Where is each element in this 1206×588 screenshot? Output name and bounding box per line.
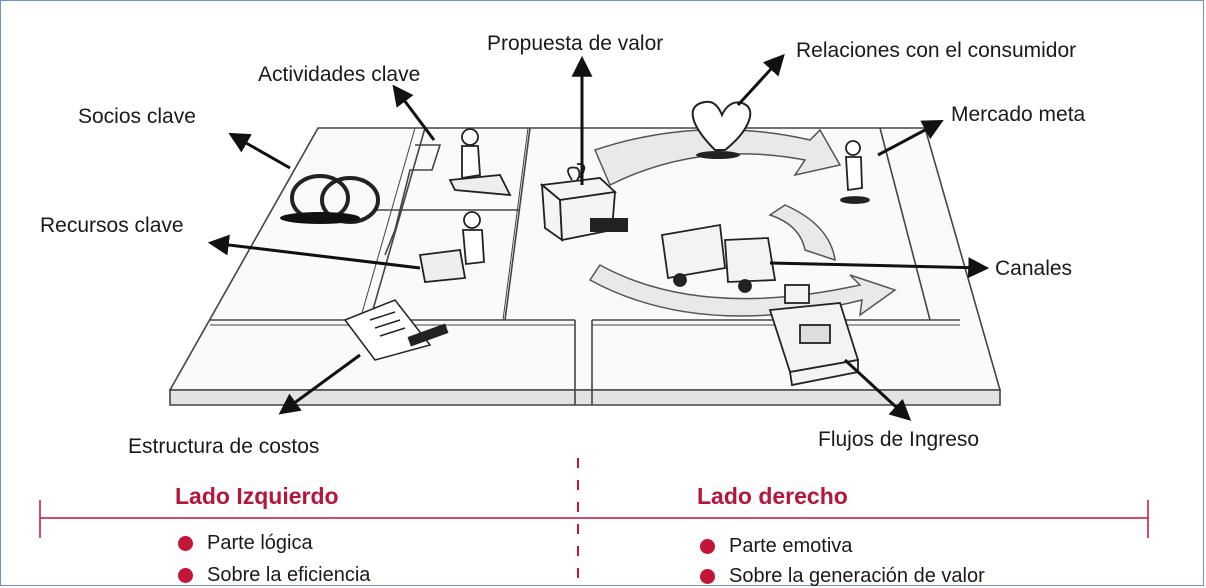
label-socios-clave: Socios clave bbox=[78, 105, 196, 128]
bullet-dot-icon bbox=[178, 535, 193, 551]
heart-icon bbox=[691, 100, 752, 151]
label-actividades-clave: Actividades clave bbox=[258, 63, 421, 86]
left-bullet: Sobre la eficiencia bbox=[178, 565, 370, 585]
bullet-dot-icon bbox=[178, 567, 193, 583]
document-icon bbox=[343, 299, 432, 361]
label-mercado-meta: Mercado meta bbox=[951, 103, 1086, 126]
label-estructura-costos: Estructura de costos bbox=[128, 435, 320, 458]
bullet-dot-icon bbox=[700, 538, 715, 554]
gift-icon bbox=[539, 163, 617, 242]
label-arrows bbox=[207, 53, 990, 421]
right-bullet: Parte emotiva bbox=[700, 536, 852, 556]
left-bullet: Parte lógica bbox=[178, 533, 313, 553]
cycle-arrows bbox=[588, 128, 897, 317]
label-relaciones-consumidor: Relaciones con el consumidor bbox=[796, 39, 1077, 62]
left-side-title: Lado Izquierdo bbox=[175, 483, 339, 509]
person-figures bbox=[418, 128, 870, 283]
right-bullet: Sobre la generación de valor bbox=[700, 566, 985, 586]
register-icon bbox=[768, 284, 860, 387]
label-propuesta-de-valor: Propuesta de valor bbox=[487, 32, 664, 55]
bullet-dot-icon bbox=[700, 568, 715, 584]
label-recursos-clave: Recursos clave bbox=[40, 214, 184, 237]
label-flujos-ingreso: Flujos de Ingreso bbox=[818, 428, 980, 451]
right-side-title: Lado derecho bbox=[697, 483, 848, 509]
truck-icon bbox=[660, 223, 777, 293]
label-canales: Canales bbox=[995, 257, 1073, 280]
